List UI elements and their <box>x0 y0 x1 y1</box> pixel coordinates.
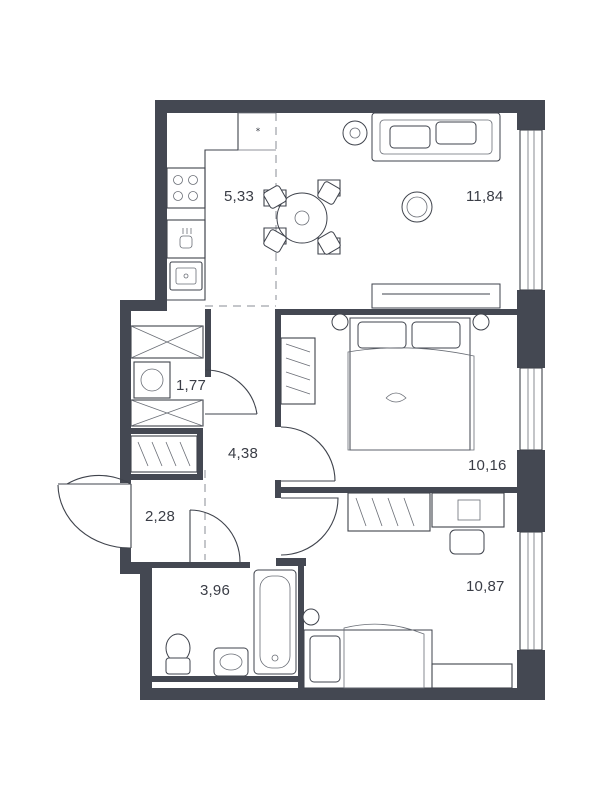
walls <box>120 100 545 700</box>
svg-text:*: * <box>256 127 261 137</box>
doors <box>57 426 339 563</box>
windows <box>519 129 543 651</box>
room-area-living-room: 11,84 <box>466 188 504 205</box>
room-area-kitchen: 5,33 <box>224 188 254 205</box>
storage-fixtures <box>130 325 258 473</box>
kitchen-fixtures: * <box>166 112 276 301</box>
room-area-entrance: 2,28 <box>145 508 175 525</box>
room-area-bedroom-2: 10,87 <box>466 578 505 595</box>
room-area-bathroom: 3,96 <box>200 582 230 599</box>
room-area-storage: 1,77 <box>176 377 206 394</box>
room-area-hallway: 4,38 <box>228 445 258 462</box>
living-furniture <box>342 112 501 309</box>
bedroom-1-furniture <box>280 313 490 451</box>
bathroom-fixtures <box>165 569 297 677</box>
zone-dividers <box>204 113 277 560</box>
room-area-bedroom-1: 10,16 <box>468 457 507 474</box>
dining-table <box>263 179 341 255</box>
bedroom-2-furniture <box>302 492 513 689</box>
